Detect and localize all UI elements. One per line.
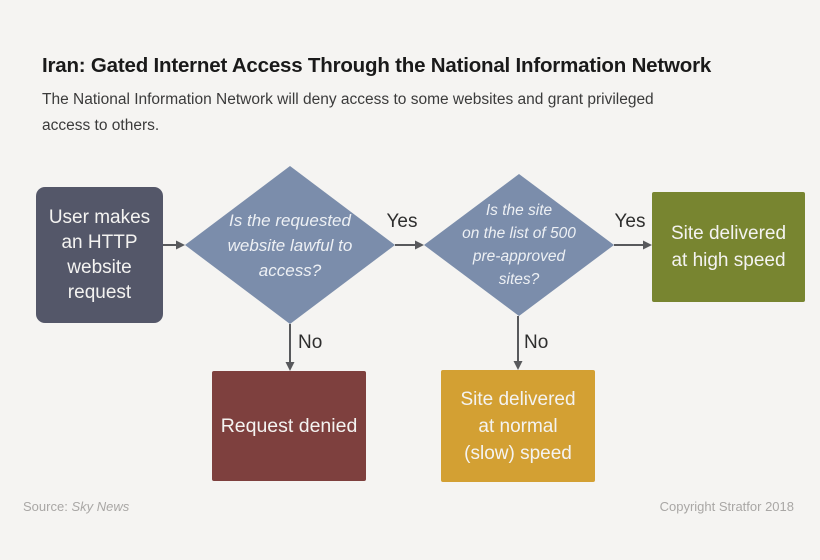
- flow-decision-lawful-label: Is the requested website lawful to acces…: [227, 210, 353, 280]
- source-attribution: Source: Sky News: [23, 499, 129, 514]
- arrow-preapproved-to-highspeed-head: [643, 240, 652, 250]
- flow-node-user-request-label: User makes an HTTP website request: [48, 207, 151, 303]
- flow-decision-lawful: Is the requested website lawful to acces…: [185, 166, 395, 324]
- flow-decision-preapproved-label: Is the site on the list of 500 pre-appro…: [462, 202, 576, 288]
- source-name: Sky News: [71, 499, 130, 514]
- copyright-notice: Copyright Stratfor 2018: [659, 499, 794, 514]
- page-subtitle: The National Information Network will de…: [42, 91, 654, 134]
- flow-node-user-request: User makes an HTTP website request: [36, 187, 163, 323]
- flow-node-request-denied-label: Request denied: [220, 414, 358, 437]
- flow-node-request-denied: Request denied: [212, 371, 366, 481]
- edge-label-preapproved-no: No: [524, 332, 549, 353]
- page-title: Iran: Gated Internet Access Through the …: [42, 54, 712, 77]
- edge-label-lawful-no: No: [298, 332, 323, 353]
- edge-label-lawful-yes: Yes: [386, 211, 418, 232]
- arrow-lawful-to-denied-head: [285, 362, 295, 371]
- flow-decision-preapproved: Is the site on the list of 500 pre-appro…: [424, 174, 614, 316]
- source-prefix: Source:: [23, 499, 68, 514]
- arrow-user-to-lawful-head: [176, 240, 185, 250]
- flow-node-slow-speed-label: Site delivered at normal (slow) speed: [460, 388, 576, 464]
- flow-node-high-speed: Site delivered at high speed: [652, 192, 805, 302]
- arrow-preapproved-to-slowspeed-head: [513, 361, 523, 370]
- arrow-lawful-to-preapproved-head: [415, 240, 424, 250]
- edge-label-preapproved-yes: Yes: [614, 211, 646, 232]
- flow-node-slow-speed: Site delivered at normal (slow) speed: [441, 370, 595, 482]
- flow-node-high-speed-label: Site delivered at high speed: [670, 223, 787, 271]
